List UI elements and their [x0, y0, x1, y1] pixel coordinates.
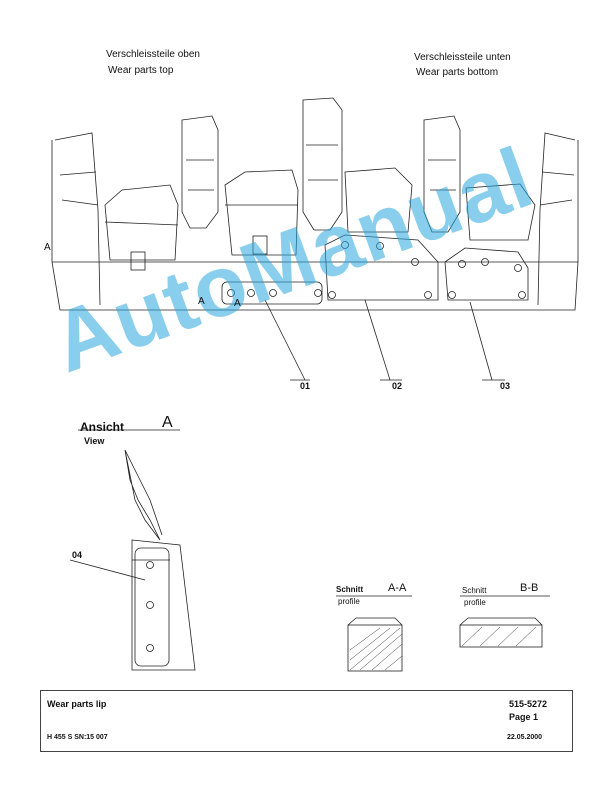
- arrow-label-a3: A: [234, 298, 241, 309]
- section-bb: [459, 624, 543, 648]
- shroud-top-1: [104, 184, 179, 261]
- heading-top-en: Wear parts top: [108, 65, 174, 76]
- section-aa: [347, 624, 403, 672]
- page-number: Page 1: [509, 712, 539, 722]
- callout-04: 04: [72, 550, 83, 560]
- shroud-top-2: [224, 169, 299, 256]
- wear-plate-04: [134, 547, 170, 667]
- part-number: 515-5272: [509, 699, 548, 709]
- heading-bottom-de: Verschleissteile unten: [414, 52, 511, 63]
- tooth-2: [302, 97, 343, 231]
- date: 22.05.2000: [507, 734, 543, 741]
- section-bb-letter: B-B: [520, 582, 539, 594]
- title-block: Wear parts lip 515-5272 Page 1 H 455 S S…: [40, 690, 573, 752]
- doc-title: Wear parts lip: [47, 699, 107, 709]
- section-aa-label-de: Schnitt: [336, 585, 364, 594]
- heading-top-de: Verschleissteile oben: [106, 49, 200, 60]
- bolt-holes: [227, 241, 526, 299]
- tooth-3: [423, 115, 461, 233]
- wear-plate-01: [221, 281, 323, 305]
- section-aa-label-en: profile: [338, 597, 360, 606]
- arrow-label-a2: A: [198, 296, 205, 307]
- shroud-bottom-2: [465, 183, 536, 241]
- view-title-en: View: [84, 436, 105, 446]
- section-bb-label-en: profile: [464, 598, 486, 607]
- wear-plate-03: [444, 247, 529, 301]
- lip-outline: [51, 140, 579, 311]
- heading-bottom-en: Wear parts bottom: [416, 67, 499, 78]
- tooth-1: [181, 115, 219, 229]
- callout-01: 01: [300, 381, 311, 391]
- arrow-label-a1: A: [44, 242, 51, 253]
- view-letter: A: [162, 414, 173, 431]
- shroud-lock-1: [130, 251, 146, 271]
- section-aa-letter: A-A: [388, 582, 407, 594]
- section-bb-label-de: Schnitt: [462, 586, 487, 595]
- wear-plate-02: [324, 234, 439, 301]
- view-title-de: Ansicht: [80, 420, 125, 434]
- callout-02: 02: [392, 381, 403, 391]
- view-a-adapter: [131, 539, 196, 671]
- view-a-tooth: [124, 449, 163, 541]
- callout-03: 03: [500, 381, 511, 391]
- model: H 455 S SN:15 007: [47, 734, 108, 741]
- shroud-lock-2: [252, 235, 268, 255]
- shroud-bottom-1: [344, 167, 413, 233]
- corner-tooth-left: [54, 132, 101, 306]
- corner-tooth-right: [537, 132, 576, 306]
